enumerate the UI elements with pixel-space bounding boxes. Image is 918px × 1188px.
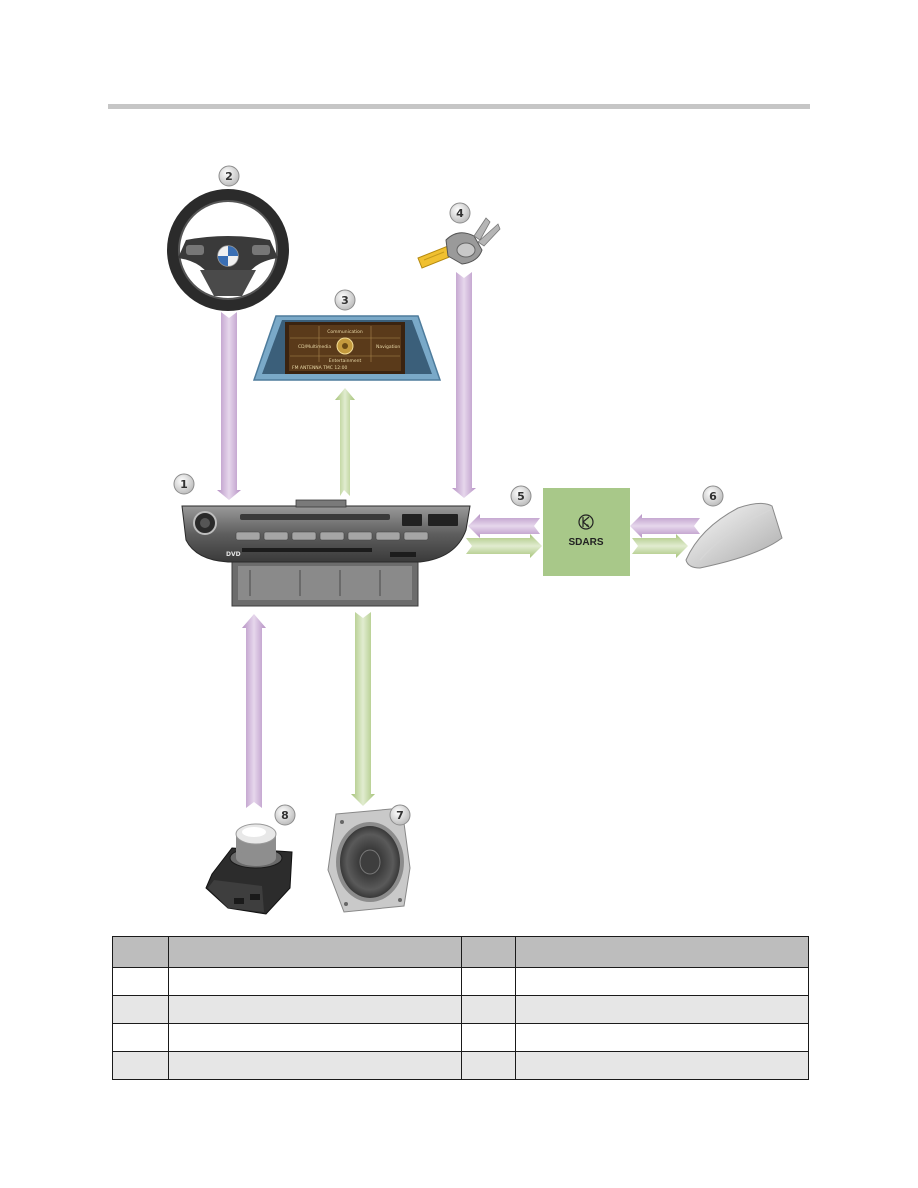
- head-unit-icon: DVD: [181, 499, 471, 607]
- legend-cell: [112, 1023, 169, 1052]
- arrow-antenna-to-sdars: [630, 514, 700, 538]
- shark-fin-antenna-icon: [685, 502, 783, 569]
- badge-5: 5: [510, 485, 532, 507]
- idrive-controller-icon: [205, 823, 293, 915]
- badge-6-label: 6: [709, 490, 717, 503]
- steering-wheel-icon: [167, 189, 289, 311]
- arrow-controller-to-unit: [242, 614, 266, 808]
- badge-2-label: 2: [225, 170, 233, 183]
- legend-row: [112, 1051, 809, 1080]
- legend-header-cell: [515, 936, 809, 968]
- screen-status-line: FM ANTENNA TMC 12:00: [292, 365, 347, 371]
- ignition-key-icon: [417, 217, 501, 269]
- legend-row: [112, 995, 809, 1024]
- arrow-key-to-unit: [452, 272, 476, 498]
- arrow-unit-to-sdars: [466, 534, 542, 558]
- arrow-sdars-to-unit: [468, 514, 540, 538]
- legend-cell: [515, 967, 809, 996]
- legend-header-cell: [112, 936, 169, 968]
- badge-2: 2: [218, 165, 240, 187]
- legend-cell: [461, 1023, 517, 1052]
- badge-8-label: 8: [281, 809, 289, 822]
- header-rule: [108, 104, 810, 109]
- sdars-module-icon: SDARS: [543, 488, 630, 576]
- legend-cell: [515, 1023, 809, 1052]
- legend-row: [112, 967, 809, 996]
- legend-row: [112, 1023, 809, 1052]
- central-display-icon: Communication CD/Multimedia Navigation E…: [252, 315, 442, 381]
- legend-table: [112, 936, 809, 1080]
- arrow-unit-to-speaker: [351, 612, 375, 806]
- legend-cell: [167, 1051, 463, 1080]
- system-diagram: Communication CD/Multimedia Navigation E…: [167, 165, 783, 915]
- screen-menu-top: Communication: [327, 329, 363, 335]
- legend-cell: [515, 995, 809, 1024]
- badge-7-label: 7: [396, 809, 404, 822]
- legend-header-cell: [167, 936, 463, 968]
- legend-cell: [112, 995, 169, 1024]
- dvd-logo: DVD: [226, 551, 241, 558]
- legend-cell: [515, 1051, 809, 1080]
- screen-menu-right: Navigation: [376, 344, 400, 350]
- screen-menu-left: CD/Multimedia: [298, 344, 331, 350]
- legend-cell: [112, 967, 169, 996]
- badge-3: 3: [334, 289, 356, 311]
- badge-1-label: 1: [180, 478, 188, 491]
- sdars-label: SDARS: [568, 537, 603, 548]
- speaker-icon: [327, 807, 411, 913]
- badge-5-label: 5: [517, 490, 525, 503]
- legend-cell: [167, 1023, 463, 1052]
- badge-3-label: 3: [341, 294, 349, 307]
- badge-4-label: 4: [456, 207, 464, 220]
- legend-cell: [167, 967, 463, 996]
- legend-header-row: [112, 936, 809, 968]
- legend-cell: [167, 995, 463, 1024]
- arrow-steering-to-unit: [217, 312, 241, 500]
- legend-cell: [461, 967, 517, 996]
- badge-4: 4: [449, 202, 471, 224]
- badge-7: 7: [389, 804, 411, 826]
- legend-cell: [112, 1051, 169, 1080]
- badge-6: 6: [702, 485, 724, 507]
- badge-8: 8: [274, 804, 296, 826]
- badge-1: 1: [173, 473, 195, 495]
- legend-cell: [461, 995, 517, 1024]
- arrow-sdars-to-antenna: [632, 534, 688, 558]
- legend-header-cell: [461, 936, 517, 968]
- legend-cell: [461, 1051, 517, 1080]
- arrow-unit-to-display: [335, 388, 355, 496]
- screen-menu-bottom: Entertainment: [329, 358, 362, 364]
